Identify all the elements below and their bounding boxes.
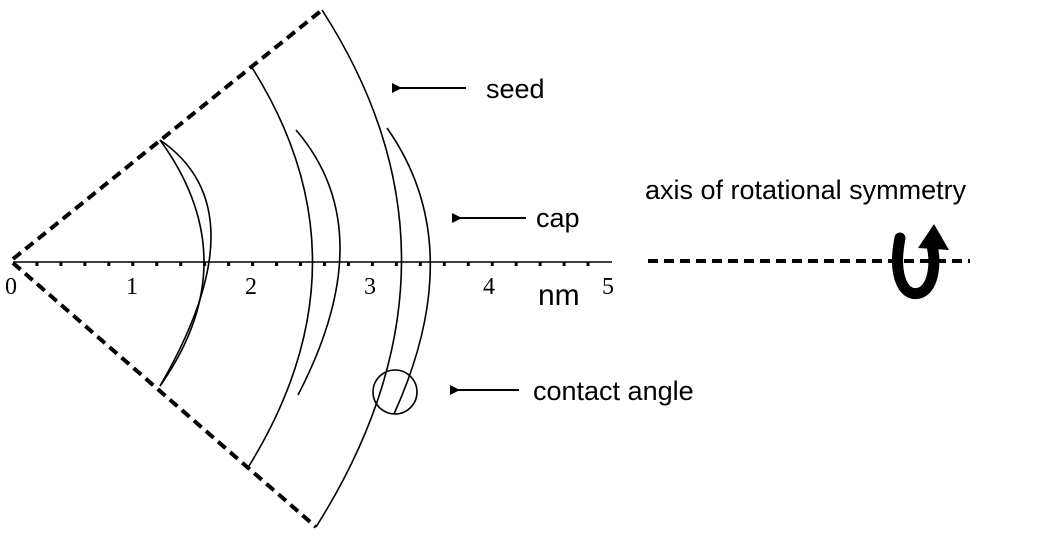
axis-unit: nm — [538, 279, 580, 312]
cone-lower-edge — [11, 261, 318, 529]
seed-arc-medium — [248, 65, 314, 467]
contact-angle-circle — [372, 369, 418, 415]
label-symmetry-axis: axis of rotational symmetry — [645, 175, 967, 205]
tick-label-5: 5 — [602, 274, 614, 300]
cap-arc-small — [159, 139, 212, 387]
seed-arc-large — [315, 9, 403, 528]
tick-label-4: 4 — [483, 274, 495, 300]
tick-label-0: 0 — [5, 274, 17, 300]
tick-label-2: 2 — [245, 274, 257, 300]
rotation-arrow-icon — [892, 224, 949, 300]
tick-label-3: 3 — [364, 274, 376, 300]
label-contact-angle: contact angle — [533, 376, 694, 406]
label-seed: seed — [486, 74, 545, 104]
cap-arc-medium — [295, 129, 341, 396]
label-cap: cap — [536, 203, 580, 233]
cap-arc-large — [386, 127, 432, 415]
minor-ticks — [35, 262, 590, 266]
cone-upper-edge — [11, 8, 324, 261]
tick-label-1: 1 — [126, 274, 138, 300]
